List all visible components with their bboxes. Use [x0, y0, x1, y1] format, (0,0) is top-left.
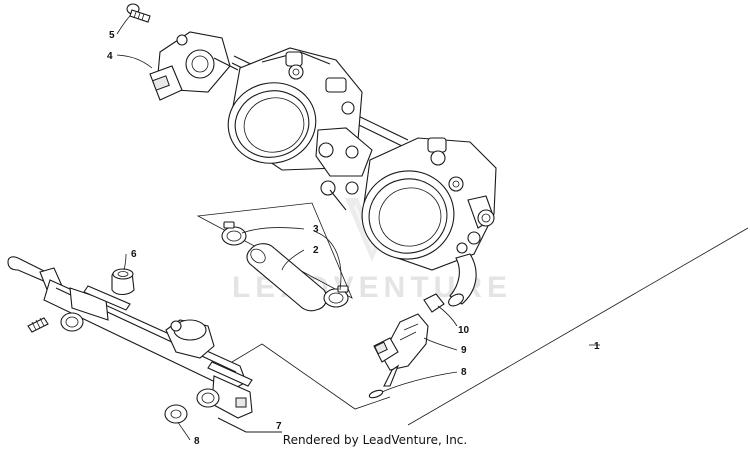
- hose-clamp-upper: [221, 221, 247, 246]
- callout-2: 2: [313, 245, 319, 256]
- callout-4: 4: [107, 51, 113, 62]
- callout-8-lower-left: 8: [194, 436, 200, 447]
- callout-8-injector: 8: [461, 367, 467, 378]
- throttle-position-sensor: [149, 31, 239, 101]
- callout-6: 6: [131, 249, 137, 260]
- leader-lines: [116, 15, 600, 441]
- callout-3: 3: [313, 224, 319, 235]
- fuel-hose: [246, 243, 328, 312]
- callout-10: 10: [458, 325, 470, 336]
- callout-1: 1: [594, 341, 600, 352]
- injector-seal: [423, 293, 445, 313]
- callout-9: 9: [461, 345, 467, 356]
- fuel-rail-assembly: [7, 256, 282, 433]
- fuel-injector: [373, 313, 429, 387]
- o-ring-injector: [368, 389, 384, 399]
- sensor-screw: [126, 3, 151, 23]
- render-credit: Rendered by LeadVenture, Inc.: [282, 433, 468, 447]
- rail-fitting: [111, 268, 135, 296]
- callout-5: 5: [109, 30, 115, 41]
- o-ring-lower-left: [164, 404, 188, 424]
- throttle-body-assembly: [227, 47, 497, 307]
- group-bracket-lower: [231, 227, 749, 426]
- callout-7: 7: [276, 421, 282, 432]
